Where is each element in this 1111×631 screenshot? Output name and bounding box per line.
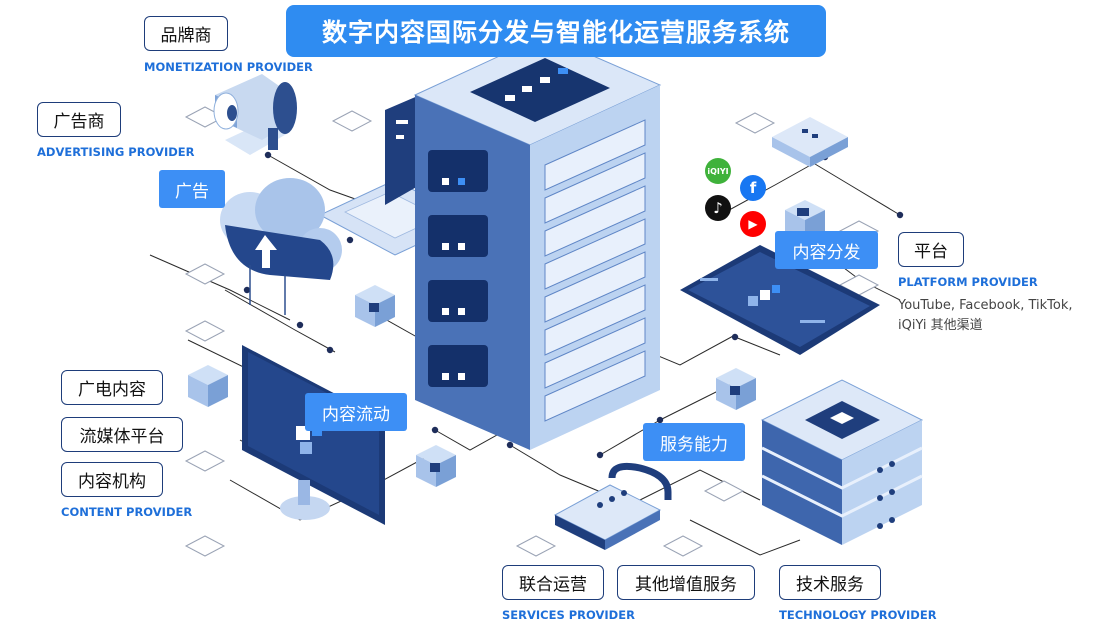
- tech-server-stack: [760, 379, 924, 545]
- content-provider-label-broadcast: 广电内容: [61, 370, 163, 405]
- monetization-provider-label: 品牌商: [144, 16, 228, 51]
- iqiyi-icon: iQIYI: [705, 158, 731, 184]
- monitor-illustration: [242, 345, 385, 525]
- page-title: 数字内容国际分发与智能化运营服务系统: [286, 5, 826, 57]
- platform-provider-caption: PLATFORM PROVIDER: [898, 275, 1038, 289]
- platform-provider-label: 平台: [898, 232, 964, 267]
- advertising-provider-caption: ADVERTISING PROVIDER: [37, 145, 195, 159]
- content-flow-tag: 内容流动: [305, 393, 407, 431]
- service-capability-tag: 服务能力: [643, 423, 745, 461]
- services-provider-label-value-added: 其他增值服务: [617, 565, 755, 600]
- facebook-icon: f: [740, 175, 766, 201]
- megaphone-illustration: [213, 74, 297, 155]
- services-provider-caption: SERVICES PROVIDER: [502, 608, 635, 622]
- advertising-provider-label: 广告商: [37, 102, 121, 137]
- floor-diamonds: [184, 106, 880, 557]
- cloud-upload-illustration: [220, 178, 342, 315]
- server-slots-right: [544, 119, 646, 422]
- lock-illustration: [553, 462, 672, 550]
- server-slots-left: [428, 150, 488, 387]
- distribution-flow-tag: 内容分发: [775, 231, 878, 269]
- content-provider-caption: CONTENT PROVIDER: [61, 505, 193, 519]
- platform-provider-note: YouTube, Facebook, TikTok, iQiYi 其他渠道: [898, 298, 1073, 333]
- services-provider-label-joint-ops: 联合运营: [502, 565, 604, 600]
- central-server-tower: [413, 34, 662, 450]
- technology-provider-caption: TECHNOLOGY PROVIDER: [779, 608, 937, 622]
- tiktok-icon: ♪: [705, 195, 731, 221]
- technology-provider-label: 技术服务: [779, 565, 881, 600]
- monetization-provider-caption: MONETIZATION PROVIDER: [144, 60, 313, 74]
- youtube-icon: ▶: [740, 211, 766, 237]
- content-provider-label-institution: 内容机构: [61, 462, 163, 497]
- ads-flow-tag: 广告: [159, 170, 225, 208]
- tablet-illustration: [680, 245, 880, 355]
- content-provider-label-streaming: 流媒体平台: [61, 417, 183, 452]
